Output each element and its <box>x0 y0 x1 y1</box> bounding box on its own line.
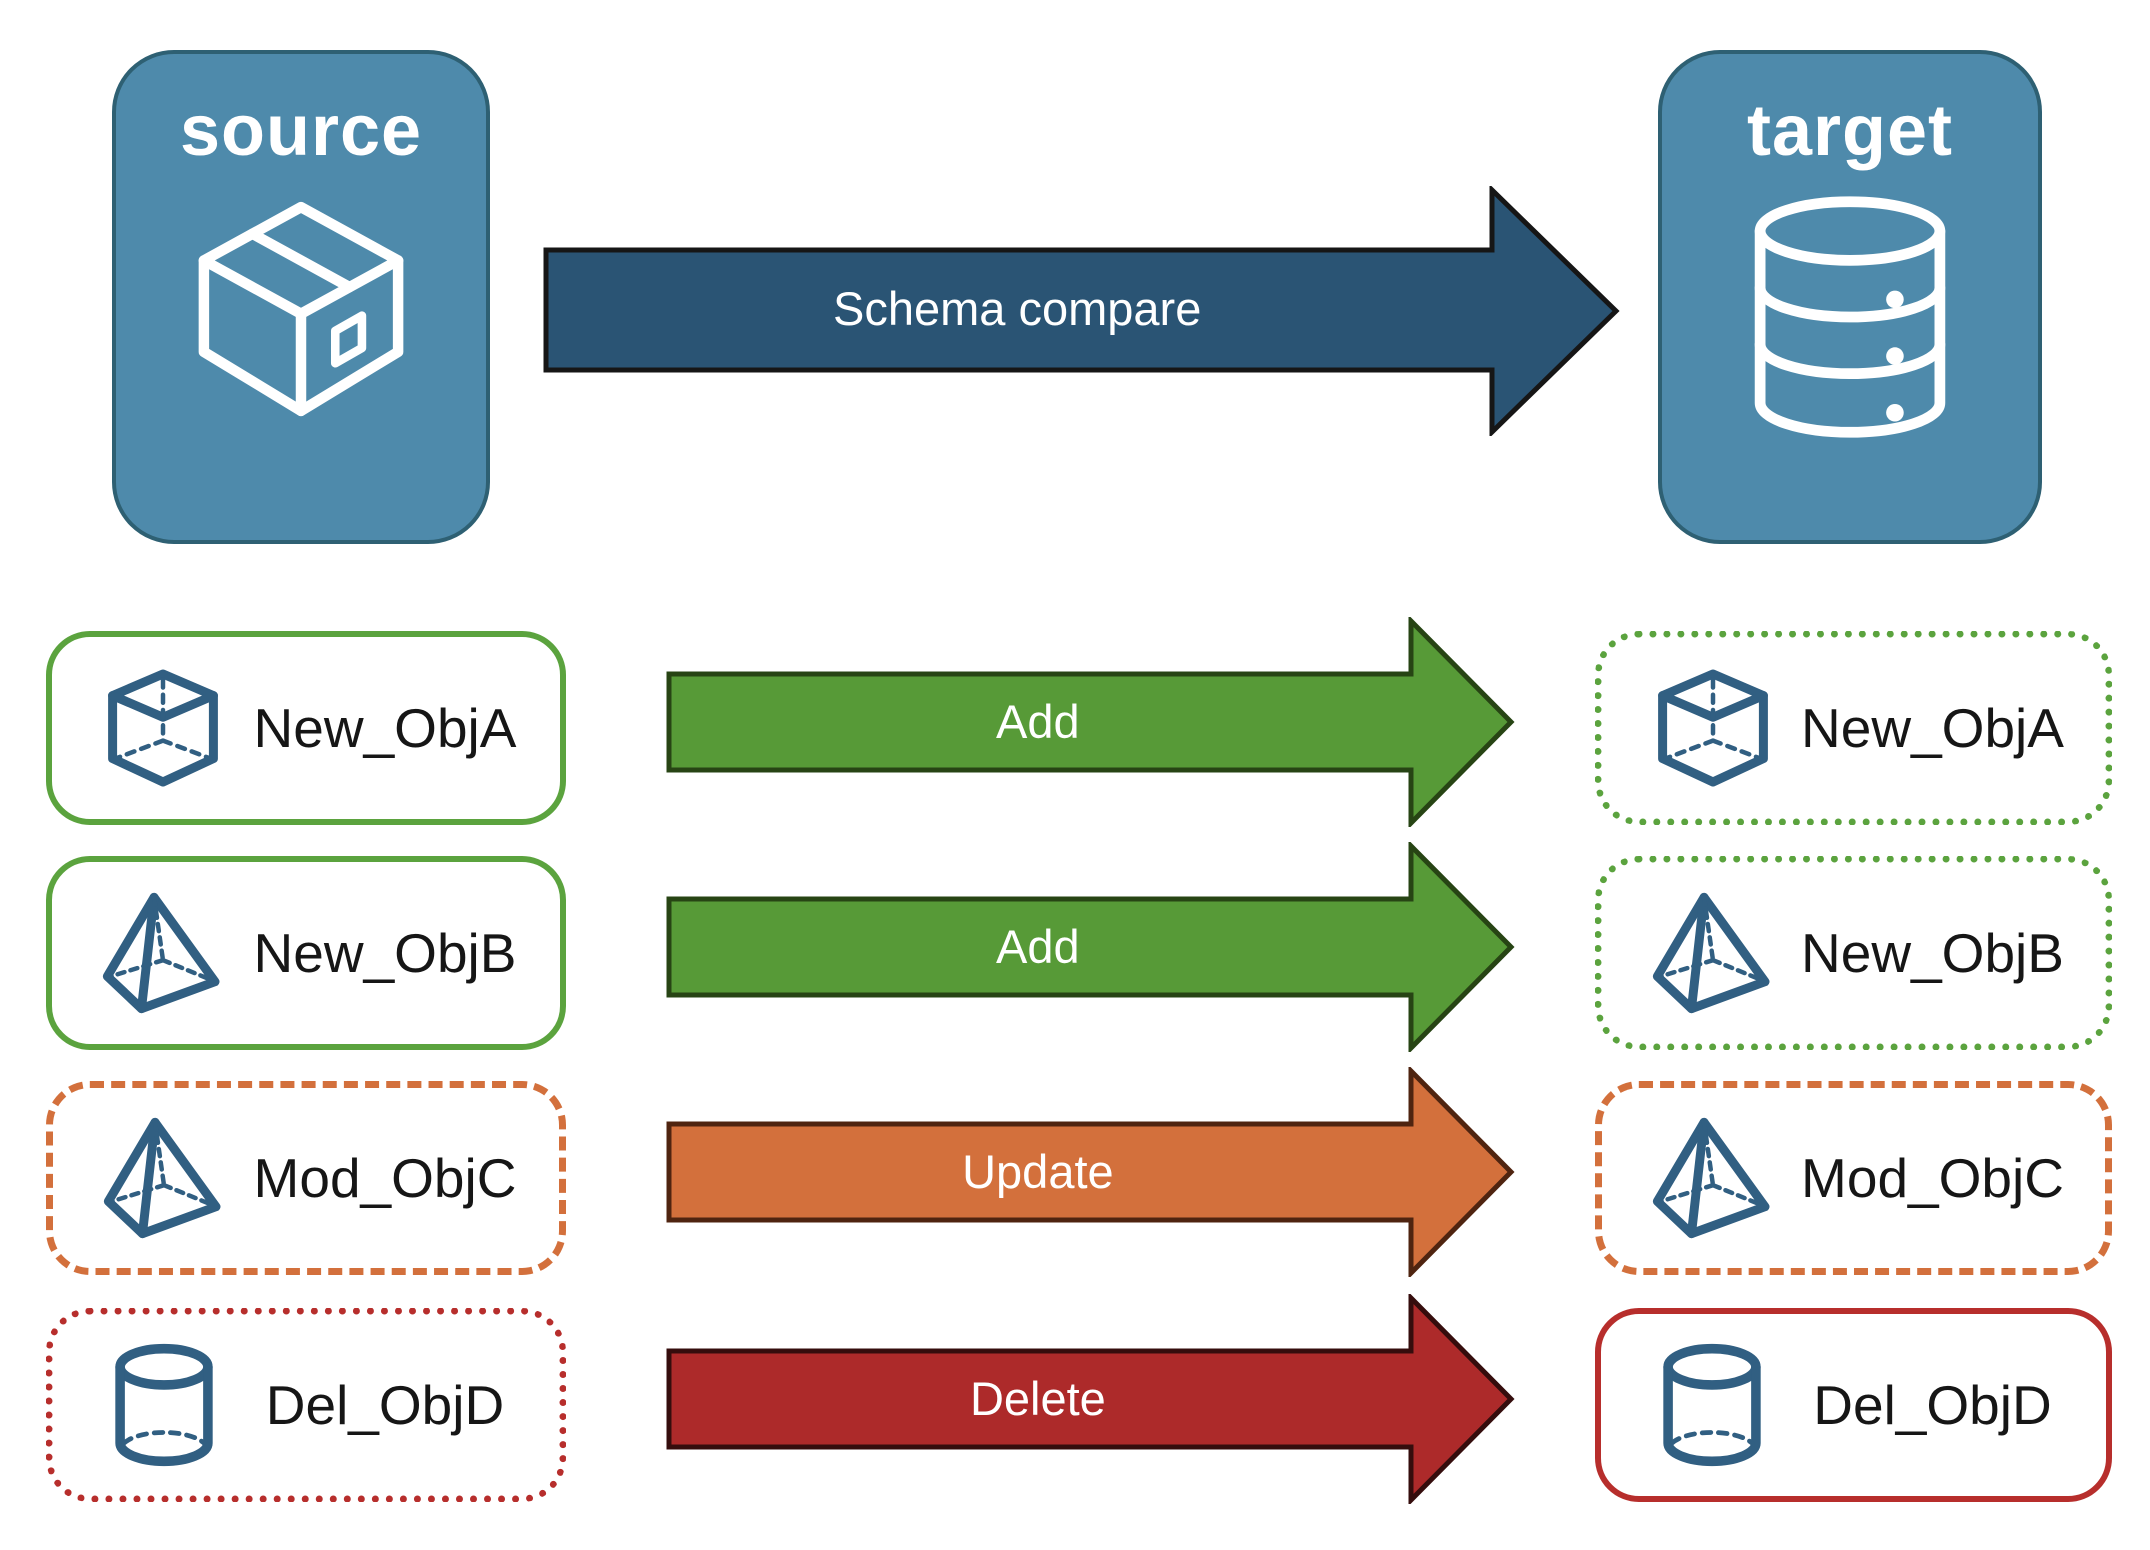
package-icon <box>175 190 427 428</box>
target-object-card: Mod_ObjC <box>1595 1081 2112 1275</box>
source-object-card: Mod_ObjC <box>46 1081 566 1275</box>
update-arrow-shape <box>666 1067 1515 1277</box>
add-arrow-label: Add <box>996 695 1080 749</box>
target-object-card: New_ObjB <box>1595 856 2112 1050</box>
target-object-card: Del_ObjD <box>1595 1308 2112 1502</box>
object-name-label: New_ObjA <box>1801 697 2064 759</box>
add-arrow: Add <box>666 617 1516 827</box>
pyramid-icon <box>102 890 224 1016</box>
add-arrow-label: Add <box>996 920 1080 974</box>
delete-arrow-shape <box>666 1294 1515 1504</box>
delete-arrow-label: Delete <box>969 1372 1106 1426</box>
object-name-label: Mod_ObjC <box>253 1147 517 1209</box>
cylinder-icon <box>1651 1342 1773 1468</box>
target-node: target <box>1658 50 2042 544</box>
cylinder-icon <box>103 1342 225 1468</box>
pyramid-icon <box>1652 1115 1774 1241</box>
target-node-label: target <box>1746 91 1954 171</box>
cube-icon <box>1652 665 1774 791</box>
update-arrow: Update <box>666 1067 1516 1277</box>
object-name-label: Del_ObjD <box>1813 1374 2052 1436</box>
add-arrow-shape <box>666 842 1515 1052</box>
cube-icon <box>102 665 224 791</box>
pyramid-icon <box>1652 890 1774 1016</box>
object-name-label: New_ObjA <box>253 697 517 759</box>
object-name-label: Del_ObjD <box>265 1374 505 1436</box>
add-arrow: Add <box>666 842 1516 1052</box>
source-node: source <box>112 50 490 544</box>
schema-compare-arrow-shape <box>543 186 1620 436</box>
source-node-label: source <box>179 91 423 171</box>
target-object-card: New_ObjA <box>1595 631 2112 825</box>
source-object-card: New_ObjB <box>46 856 566 1050</box>
delete-arrow: Delete <box>666 1294 1516 1504</box>
object-name-label: Mod_ObjC <box>1801 1147 2064 1209</box>
update-arrow-label: Update <box>962 1145 1114 1199</box>
source-object-card: Del_ObjD <box>46 1308 566 1502</box>
object-name-label: New_ObjB <box>1801 922 2064 984</box>
database-icon <box>1742 190 1958 444</box>
schema-compare-arrow-label: Schema compare <box>833 282 1202 335</box>
pyramid-icon <box>103 1115 225 1241</box>
source-object-card: New_ObjA <box>46 631 566 825</box>
object-name-label: New_ObjB <box>253 922 517 984</box>
schema-compare-arrow: Schema compare <box>542 186 1622 436</box>
add-arrow-shape <box>666 617 1515 827</box>
